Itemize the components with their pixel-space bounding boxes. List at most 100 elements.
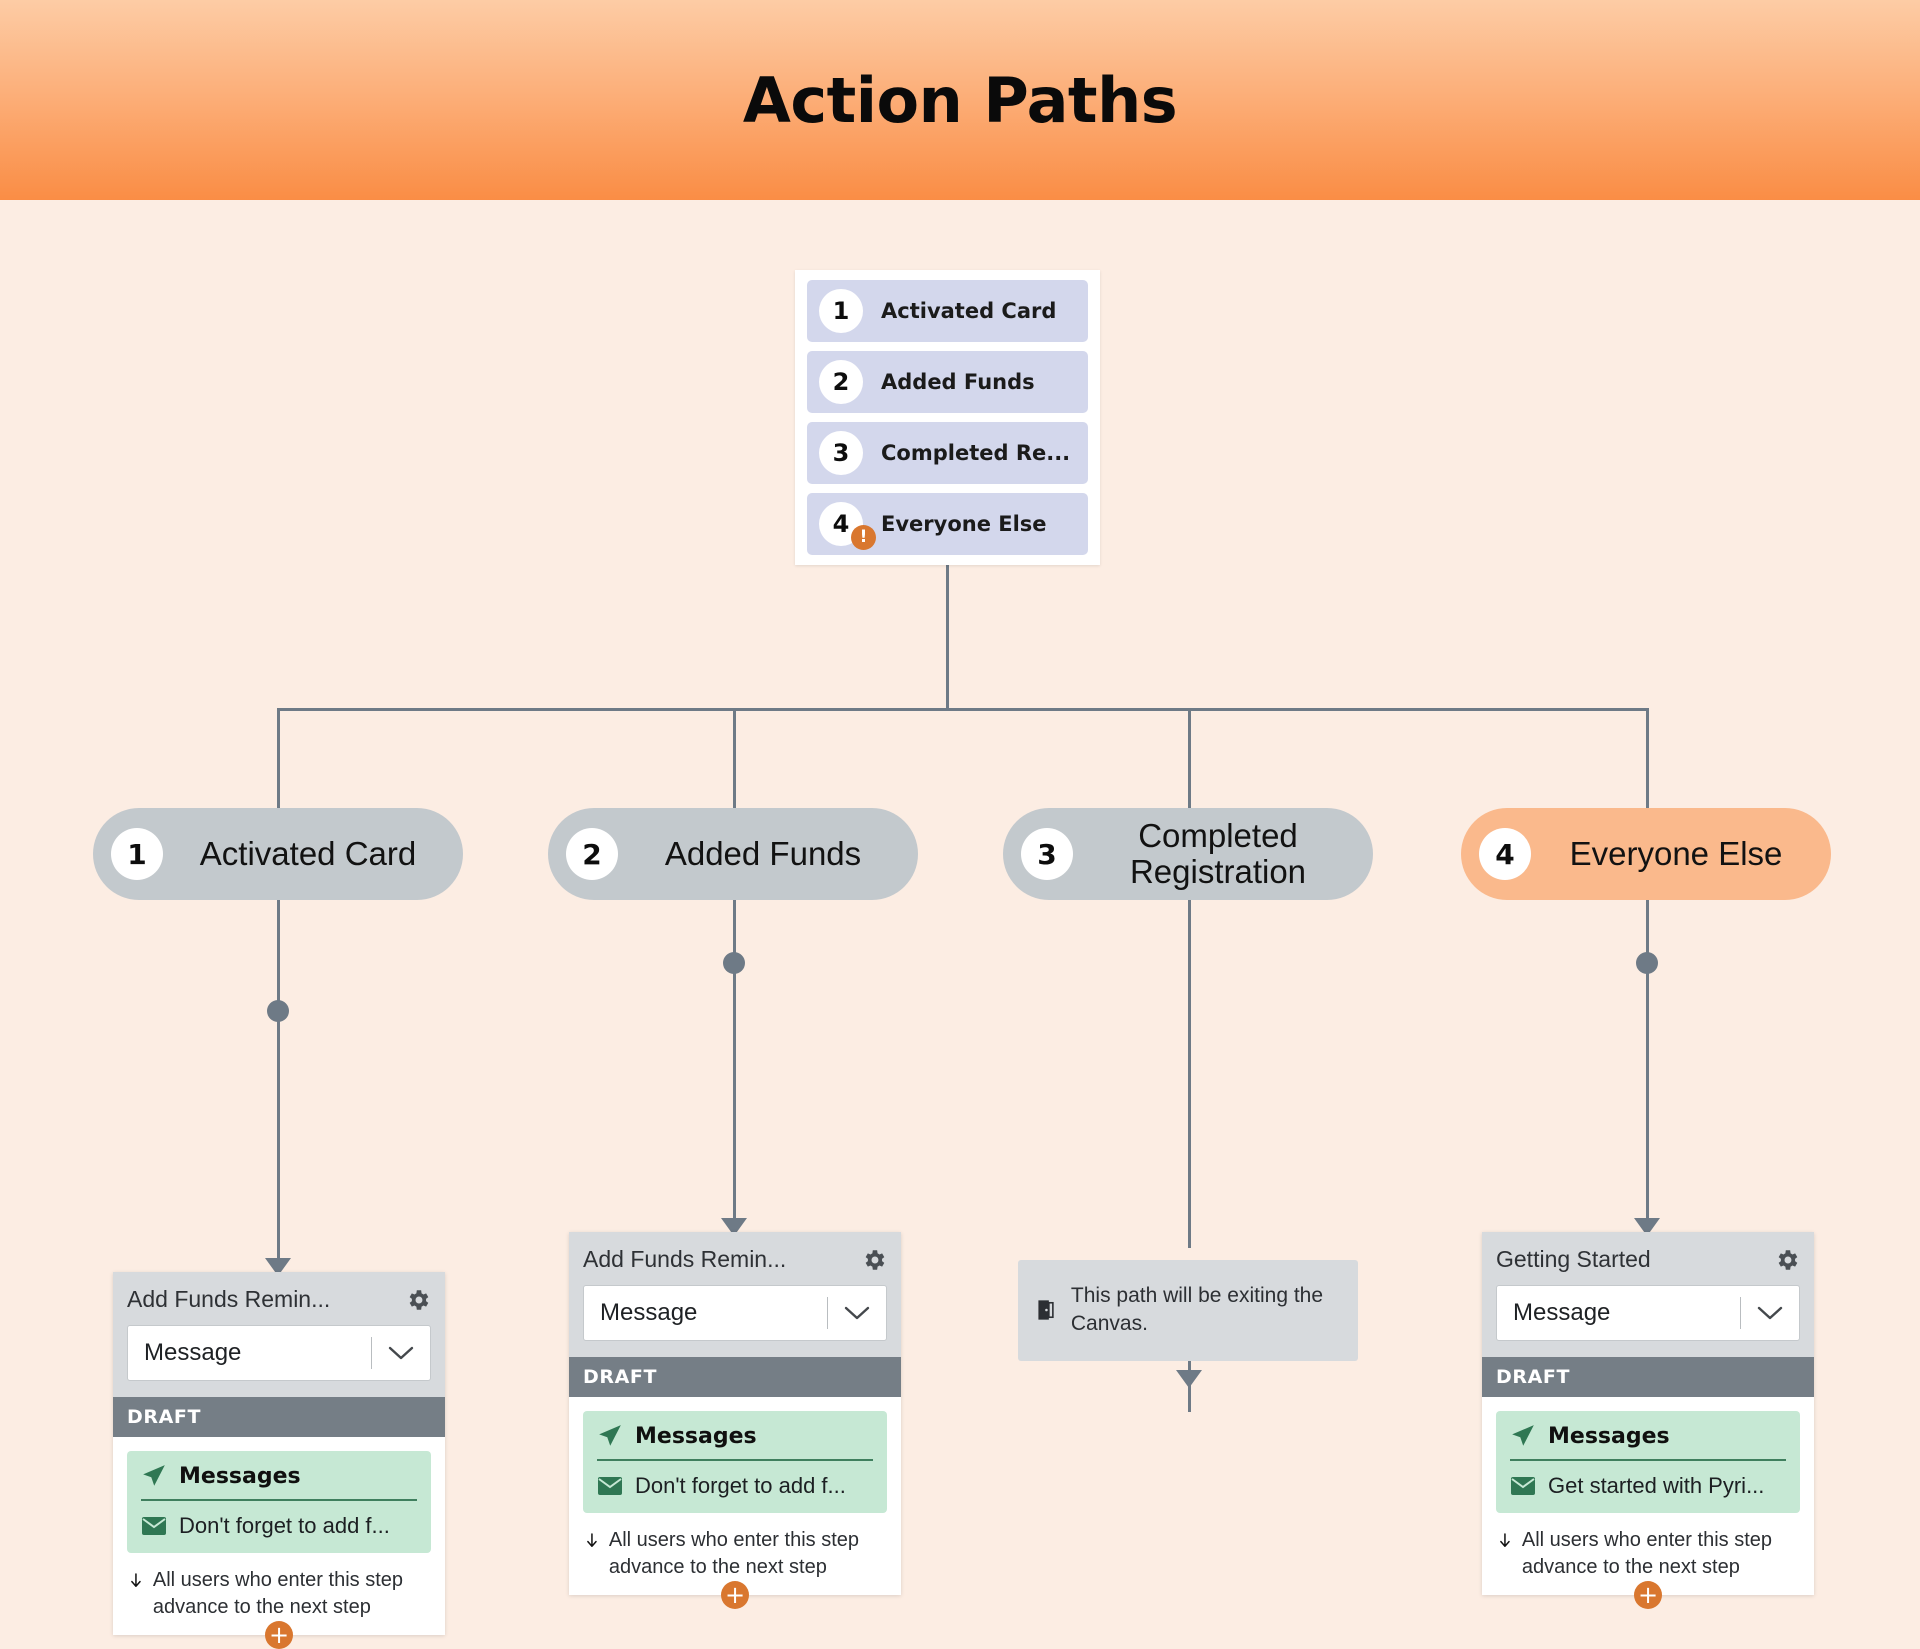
connector-drop-2 bbox=[733, 708, 736, 808]
step-card-3-advance: All users who enter this step advance to… bbox=[1496, 1513, 1800, 1581]
branch-pill-1[interactable]: 1 Activated Card bbox=[93, 808, 463, 900]
branch-badge-1: 1 bbox=[111, 828, 163, 880]
step-card-1-title: Add Funds Remin... bbox=[127, 1286, 331, 1312]
branch-badge-2: 2 bbox=[566, 828, 618, 880]
step-card-2-select-value: Message bbox=[600, 1299, 698, 1326]
branch-badge-3: 3 bbox=[1021, 828, 1073, 880]
split-row-2[interactable]: 2 Added Funds bbox=[807, 351, 1088, 413]
step-card-2[interactable]: Add Funds Remin... Message DRAFT bbox=[569, 1232, 901, 1609]
connector-drop-1 bbox=[277, 708, 280, 808]
step-card-3-header: Getting Started Message bbox=[1482, 1232, 1814, 1357]
arrow-down-icon bbox=[587, 1533, 597, 1547]
select-divider bbox=[371, 1337, 372, 1369]
split-label-2: Added Funds bbox=[881, 370, 1035, 394]
step-card-1-message-item[interactable]: Don't forget to add f... bbox=[141, 1501, 417, 1539]
branch-label-1: Activated Card bbox=[199, 835, 417, 873]
step-card-3-message-item-label: Get started with Pyri... bbox=[1548, 1473, 1765, 1498]
connector-trunk bbox=[946, 498, 949, 710]
add-step-button-2[interactable]: + bbox=[721, 1581, 749, 1609]
step-card-3[interactable]: Getting Started Message DRAFT bbox=[1482, 1232, 1814, 1609]
warning-icon: ! bbox=[851, 525, 876, 550]
step-card-3-message-item[interactable]: Get started with Pyri... bbox=[1510, 1461, 1786, 1499]
add-step-button-1[interactable]: + bbox=[265, 1621, 293, 1649]
split-row-1[interactable]: 1 Activated Card bbox=[807, 280, 1088, 342]
step-card-2-header: Add Funds Remin... Message bbox=[569, 1232, 901, 1357]
step-card-2-type-select[interactable]: Message bbox=[583, 1285, 887, 1341]
step-card-2-message-block[interactable]: Messages Don't forget to add f... bbox=[583, 1411, 887, 1513]
step-card-2-messages-label: Messages bbox=[635, 1423, 757, 1449]
audience-split-panel: 1 Activated Card 2 Added Funds 3 Complet… bbox=[795, 270, 1100, 565]
step-card-3-advance-text: All users who enter this step advance to… bbox=[1521, 1529, 1773, 1578]
connector-arrow-3 bbox=[1176, 1370, 1202, 1388]
select-divider bbox=[1740, 1297, 1741, 1329]
step-card-3-select-value: Message bbox=[1513, 1299, 1611, 1326]
step-card-1-advance: All users who enter this step advance to… bbox=[127, 1553, 431, 1621]
paper-plane-icon bbox=[1512, 1425, 1534, 1446]
connector-dot-1[interactable] bbox=[267, 1000, 289, 1022]
branch-label-3-line1: Completed bbox=[1138, 817, 1298, 855]
step-card-3-type-select[interactable]: Message bbox=[1496, 1285, 1800, 1341]
chevron-down-icon[interactable] bbox=[1741, 1305, 1799, 1321]
branch-label-3: Completed Registration bbox=[1073, 818, 1373, 889]
branch-label-2: Added Funds bbox=[664, 835, 862, 873]
step-card-3-title: Getting Started bbox=[1496, 1246, 1651, 1272]
gear-icon[interactable] bbox=[1774, 1247, 1800, 1273]
step-card-2-advance-text: All users who enter this step advance to… bbox=[608, 1529, 860, 1578]
step-card-3-messages-label: Messages bbox=[1548, 1423, 1670, 1449]
envelope-icon bbox=[142, 1517, 166, 1535]
branch-badge-4: 4 bbox=[1479, 828, 1531, 880]
connector-dot-2[interactable] bbox=[723, 952, 745, 974]
branch-pill-3[interactable]: 3 Completed Registration bbox=[1003, 808, 1373, 900]
split-row-4[interactable]: 4 ! Everyone Else bbox=[807, 493, 1088, 555]
step-card-1-header: Add Funds Remin... Message bbox=[113, 1272, 445, 1397]
connector-arrow-2 bbox=[721, 1218, 747, 1236]
step-card-1-advance-text: All users who enter this step advance to… bbox=[152, 1569, 404, 1618]
step-card-1-body: Messages Don't forget to add f... All us… bbox=[113, 1437, 445, 1635]
connector-branch-1 bbox=[277, 900, 280, 1272]
connector-branch-3 bbox=[1188, 900, 1191, 1248]
step-card-2-message-item[interactable]: Don't forget to add f... bbox=[597, 1461, 873, 1499]
exit-canvas-note: This path will be exiting the Canvas. bbox=[1018, 1260, 1358, 1361]
chevron-down-icon[interactable] bbox=[372, 1345, 430, 1361]
step-card-2-message-item-label: Don't forget to add f... bbox=[635, 1473, 846, 1498]
branch-label-4: Everyone Else bbox=[1569, 835, 1783, 873]
branch-pill-4[interactable]: 4 Everyone Else bbox=[1461, 808, 1831, 900]
arrow-down-icon bbox=[131, 1573, 141, 1587]
envelope-icon bbox=[1511, 1477, 1535, 1495]
connector-dot-4[interactable] bbox=[1636, 952, 1658, 974]
connector-arrow-1 bbox=[265, 1258, 291, 1276]
connector-bus bbox=[277, 708, 1649, 711]
split-badge-4: 4 bbox=[819, 502, 863, 546]
paper-plane-icon bbox=[143, 1465, 165, 1486]
arrow-down-icon bbox=[1500, 1533, 1510, 1547]
page-title: Action Paths bbox=[742, 63, 1178, 137]
exit-door-icon bbox=[1038, 1300, 1054, 1320]
split-row-3[interactable]: 3 Completed Re... bbox=[807, 422, 1088, 484]
add-step-button-3[interactable]: + bbox=[1634, 1581, 1662, 1609]
split-label-4: Everyone Else bbox=[881, 512, 1047, 536]
chevron-down-icon[interactable] bbox=[828, 1305, 886, 1321]
page-header: Action Paths bbox=[0, 0, 1920, 200]
branch-pill-2[interactable]: 2 Added Funds bbox=[548, 808, 918, 900]
step-card-3-status-badge: DRAFT bbox=[1482, 1357, 1814, 1397]
step-card-1-messages-label: Messages bbox=[179, 1463, 301, 1489]
gear-icon[interactable] bbox=[861, 1247, 887, 1273]
step-card-3-message-block[interactable]: Messages Get started with Pyri... bbox=[1496, 1411, 1800, 1513]
step-card-1-select-value: Message bbox=[144, 1339, 242, 1366]
split-badge-3: 3 bbox=[819, 431, 863, 475]
gear-icon[interactable] bbox=[405, 1287, 431, 1313]
step-card-1[interactable]: Add Funds Remin... Message DRAFT bbox=[113, 1272, 445, 1649]
branch-label-3-line2: Registration bbox=[1129, 853, 1307, 890]
exit-canvas-text: This path will be exiting the Canvas. bbox=[1070, 1284, 1324, 1336]
step-card-1-message-item-label: Don't forget to add f... bbox=[179, 1513, 390, 1538]
step-card-1-message-block[interactable]: Messages Don't forget to add f... bbox=[127, 1451, 431, 1553]
flow-canvas: 1 Activated Card 2 Added Funds 3 Complet… bbox=[0, 200, 1920, 1649]
split-label-1: Activated Card bbox=[881, 299, 1057, 323]
step-card-2-status-badge: DRAFT bbox=[569, 1357, 901, 1397]
split-badge-1: 1 bbox=[819, 289, 863, 333]
split-label-3: Completed Re... bbox=[881, 441, 1071, 465]
select-divider bbox=[827, 1297, 828, 1329]
step-card-3-body: Messages Get started with Pyri... All us… bbox=[1482, 1397, 1814, 1595]
step-card-1-type-select[interactable]: Message bbox=[127, 1325, 431, 1381]
envelope-icon bbox=[598, 1477, 622, 1495]
